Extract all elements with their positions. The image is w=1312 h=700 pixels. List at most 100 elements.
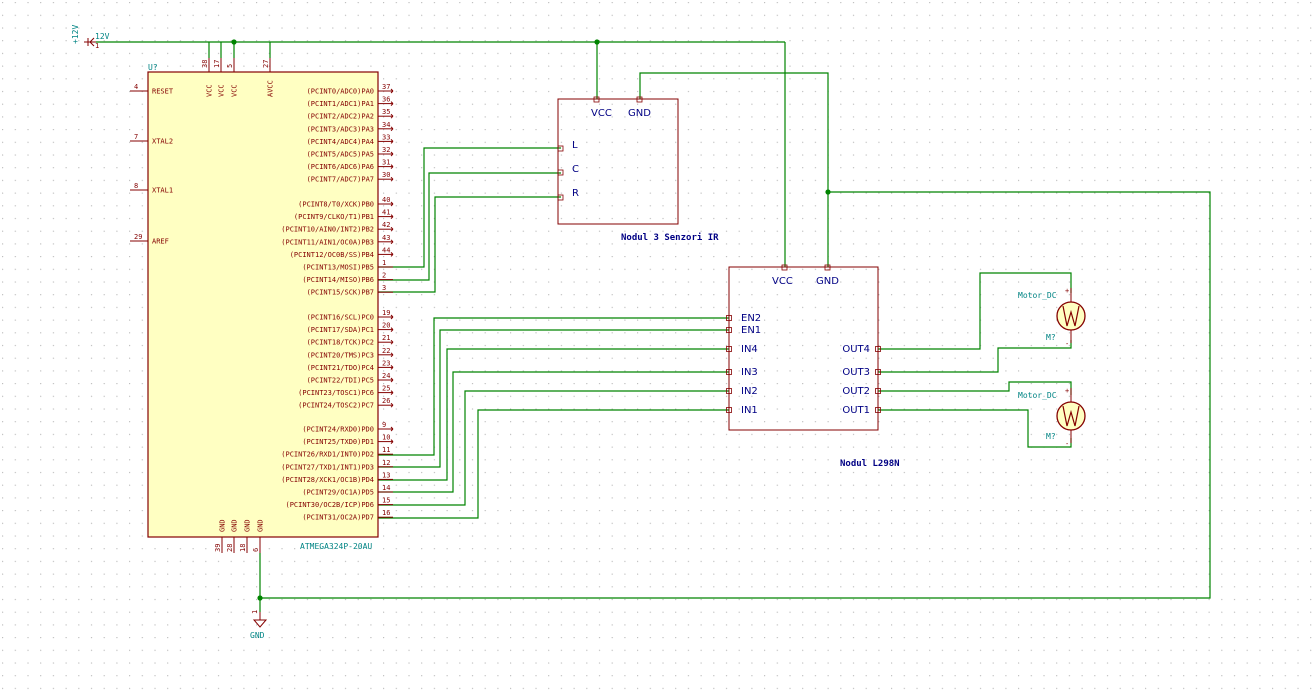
wire-pb6-ir-c (378, 172, 561, 281)
mcu-right-pin-num: 36 (382, 96, 390, 104)
wire-pd3-en1 (378, 329, 729, 468)
mcu-right-pin-name: (PCINT13/MOSI)PB5 (302, 264, 374, 272)
ir-module-box (557, 98, 679, 225)
wire-out1-motor2 (878, 409, 1072, 448)
mcu-right-pin-nc (390, 214, 394, 219)
mcu-right-pin-nc (390, 327, 394, 332)
ir-gnd-label: GND (628, 108, 651, 119)
mcu-right-pin-nc (390, 426, 394, 432)
l298n-in-pin-label: EN2 (741, 313, 761, 324)
mcu-right-pin-num: 25 (382, 385, 390, 393)
mcu-body (147, 71, 379, 538)
mcu-right-pin-nc (390, 252, 394, 257)
mcu-right-pin-name: (PCINT24/TOSC2)PC7 (298, 402, 374, 410)
mcu-right-pin-num: 10 (382, 434, 390, 442)
l298n-out-pin-marker (875, 369, 881, 375)
l298n-in-pin-label: IN3 (741, 367, 758, 378)
svg-text:+: + (1065, 287, 1069, 295)
mcu-right-pin-nc (390, 239, 394, 245)
wire-pd7-in1 (378, 409, 729, 519)
svg-text:+: + (1065, 387, 1069, 395)
mcu-right-pin-name: (PCINT11/AIN1/OC0A)PB3 (281, 238, 374, 246)
mcu-right-pin-name: (PCINT28/XCK1/OC1B)PD4 (281, 476, 374, 484)
mcu-top-pin-num: 5 (226, 64, 234, 68)
svg-text:-: - (1065, 440, 1069, 448)
l298n-out-pin-marker (875, 388, 881, 394)
mcu-left-pin-num: 7 (134, 133, 138, 141)
mcu-right-pin-name: (PCINT3/ADC3)PA3 (307, 125, 374, 133)
wire-12v-mcu-vcc (208, 42, 271, 58)
mcu-top-pin-num: 27 (262, 60, 270, 68)
mcu-right-pin-name: (PCINT0/ADC0)PA0 (307, 88, 374, 96)
power-12v-value: 12V (95, 32, 110, 41)
ir-sensor-module[interactable]: VCC GND L C R Nodul 3 Senzori IR (557, 96, 719, 243)
l298n-in-pin-label: IN4 (741, 344, 758, 355)
l298n-in-pin-marker (726, 346, 732, 352)
ir-pin-c: C (572, 164, 579, 175)
ir-pin-l: L (572, 140, 578, 151)
mcu-right-pin-num: 16 (382, 509, 390, 517)
mcu-bottom-pin-num: 39 (214, 544, 222, 552)
mcu-right-pin-num: 32 (382, 146, 390, 154)
mcu-right-pin-num: 12 (382, 459, 390, 467)
mcu-right-pin-num: 22 (382, 347, 390, 355)
wire-pd4-in4 (378, 348, 729, 481)
mcu-right-pin-nc (390, 365, 394, 370)
mcu-right-pin-num: 19 (382, 309, 390, 317)
mcu-right-pin-nc (390, 88, 394, 94)
mcu-right-pin-num: 41 (382, 209, 390, 217)
motor-dc-1[interactable]: Motor_DC + - M? (1018, 287, 1086, 348)
power-gnd-pin: 1 (251, 610, 259, 614)
power-12v-symbol[interactable]: +12V 12V 1 (71, 25, 110, 50)
mcu-right-pin-num: 15 (382, 497, 390, 505)
mcu-right-pin-nc (390, 101, 394, 106)
mcu-left-pin-name: XTAL1 (152, 187, 173, 195)
motor-dc-2[interactable]: Motor_DC + - M? (1018, 387, 1086, 448)
mcu-atmega324p[interactable]: U? ATMEGA324P-20AU 4RESET7XTAL28XTAL129A… (130, 58, 394, 553)
l298n-out-pin-label: OUT3 (842, 367, 870, 378)
mcu-right-pin-num: 30 (382, 171, 390, 179)
mcu-right-pin-num: 2 (382, 272, 386, 280)
mcu-bottom-pin-num: 6 (252, 548, 260, 552)
mcu-right-pin-name: (PCINT25/TXD0)PD1 (302, 438, 374, 446)
mcu-right-pin-num: 26 (382, 397, 390, 405)
mcu-right-pin-name: (PCINT26/RXD1/INT0)PD2 (281, 451, 374, 459)
mcu-bottom-pin-name: GND (244, 519, 252, 532)
mcu-right-pin-num: 9 (382, 421, 386, 429)
mcu-right-pin-name: (PCINT6/ADC6)PA6 (307, 163, 374, 171)
power-12v-pin: 1 (95, 42, 99, 50)
power-gnd-symbol[interactable]: 1 GND (250, 610, 268, 640)
mcu-right-pin-nc (390, 439, 394, 444)
wire-pb5-ir-l (378, 147, 561, 268)
l298n-out-pin-marker (875, 407, 881, 413)
mcu-bottom-pin-num: 18 (239, 544, 247, 552)
mcu-right-pin-nc (390, 164, 394, 169)
mcu-left-pin-name: RESET (152, 88, 174, 96)
mcu-right-pin-num: 37 (382, 83, 390, 91)
mcu-right-pin-nc (390, 126, 394, 132)
l298n-gnd-label: GND (816, 276, 839, 287)
wire-out2-motor2 (878, 381, 1072, 395)
mcu-ref: U? (148, 63, 158, 72)
mcu-right-pin-name: (PCINT2/ADC2)PA2 (307, 113, 374, 121)
mcu-right-pin-num: 1 (382, 259, 386, 267)
motor-2-ref: M? (1046, 432, 1056, 441)
l298n-in-pin-marker (726, 315, 732, 321)
wire-pb7-ir-r (378, 196, 561, 293)
mcu-right-pin-name: (PCINT27/TXD1/INT1)PD3 (281, 463, 374, 471)
mcu-right-pin-nc (390, 139, 394, 144)
mcu-right-pin-num: 24 (382, 372, 390, 380)
mcu-right-pin-name: (PCINT21/TDO)PC4 (307, 364, 374, 372)
ir-pin-r: R (572, 188, 579, 199)
mcu-right-pin-num: 40 (382, 196, 390, 204)
power-12v-ref: +12V (71, 25, 80, 44)
mcu-right-pin-num: 20 (382, 322, 390, 330)
mcu-part: ATMEGA324P-20AU (300, 542, 372, 551)
mcu-right-pin-name: (PCINT29/OC1A)PD5 (302, 489, 374, 497)
wire-out3-motor1 (878, 340, 1072, 373)
